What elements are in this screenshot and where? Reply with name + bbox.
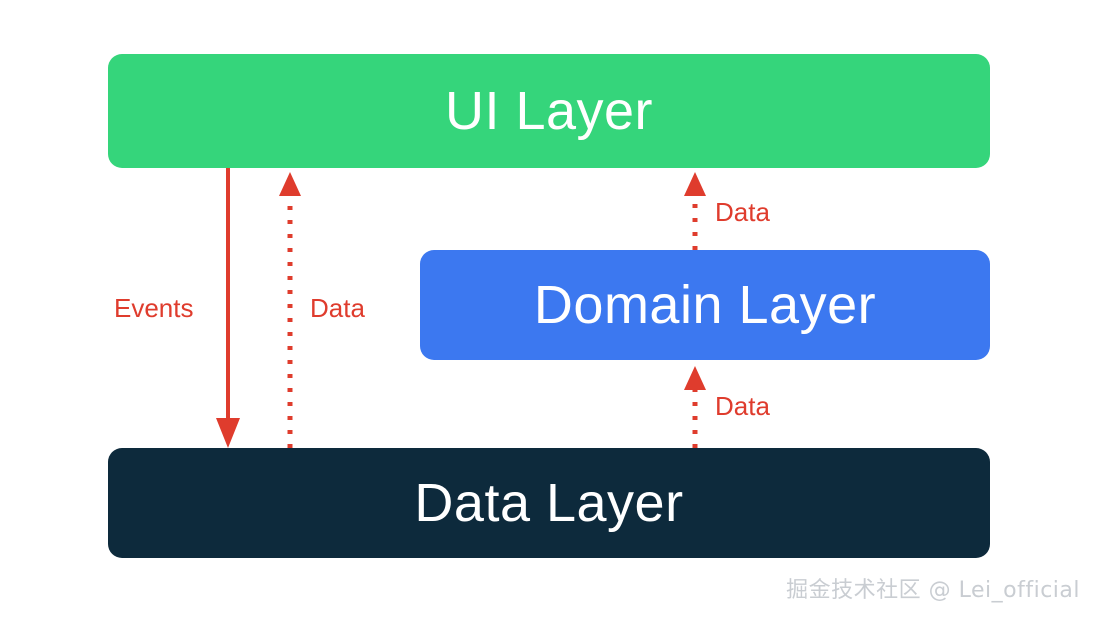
connector-label-events: Events [114, 293, 194, 323]
connector-data-ui-arrowhead-up [279, 172, 301, 196]
layer-box-data: Data Layer [108, 448, 990, 558]
watermark-text: 掘金技术社区 @ Lei_official [786, 578, 1080, 603]
layer-label-ui: UI Layer [444, 81, 654, 141]
layer-box-ui: UI Layer [108, 54, 990, 168]
connector-data-data-to-ui [279, 172, 301, 448]
connector-data-domain-to-ui [684, 172, 706, 250]
connector-data-data-to-domain [684, 366, 706, 448]
connector-data-domain-ui-arrowhead-up [684, 172, 706, 196]
connector-data-data-domain-arrowhead-up [684, 366, 706, 390]
layer-label-domain: Domain Layer [533, 275, 877, 335]
connector-events-ui-to-data [216, 168, 240, 448]
connector-events-arrowhead-down [216, 418, 240, 448]
connector-label-data-ui: Data [310, 293, 365, 323]
connector-label-data-domain-ui: Data [715, 197, 770, 227]
layer-box-domain: Domain Layer [420, 250, 990, 360]
layer-label-data: Data Layer [414, 473, 684, 533]
connector-label-data-data-domain: Data [715, 391, 770, 421]
